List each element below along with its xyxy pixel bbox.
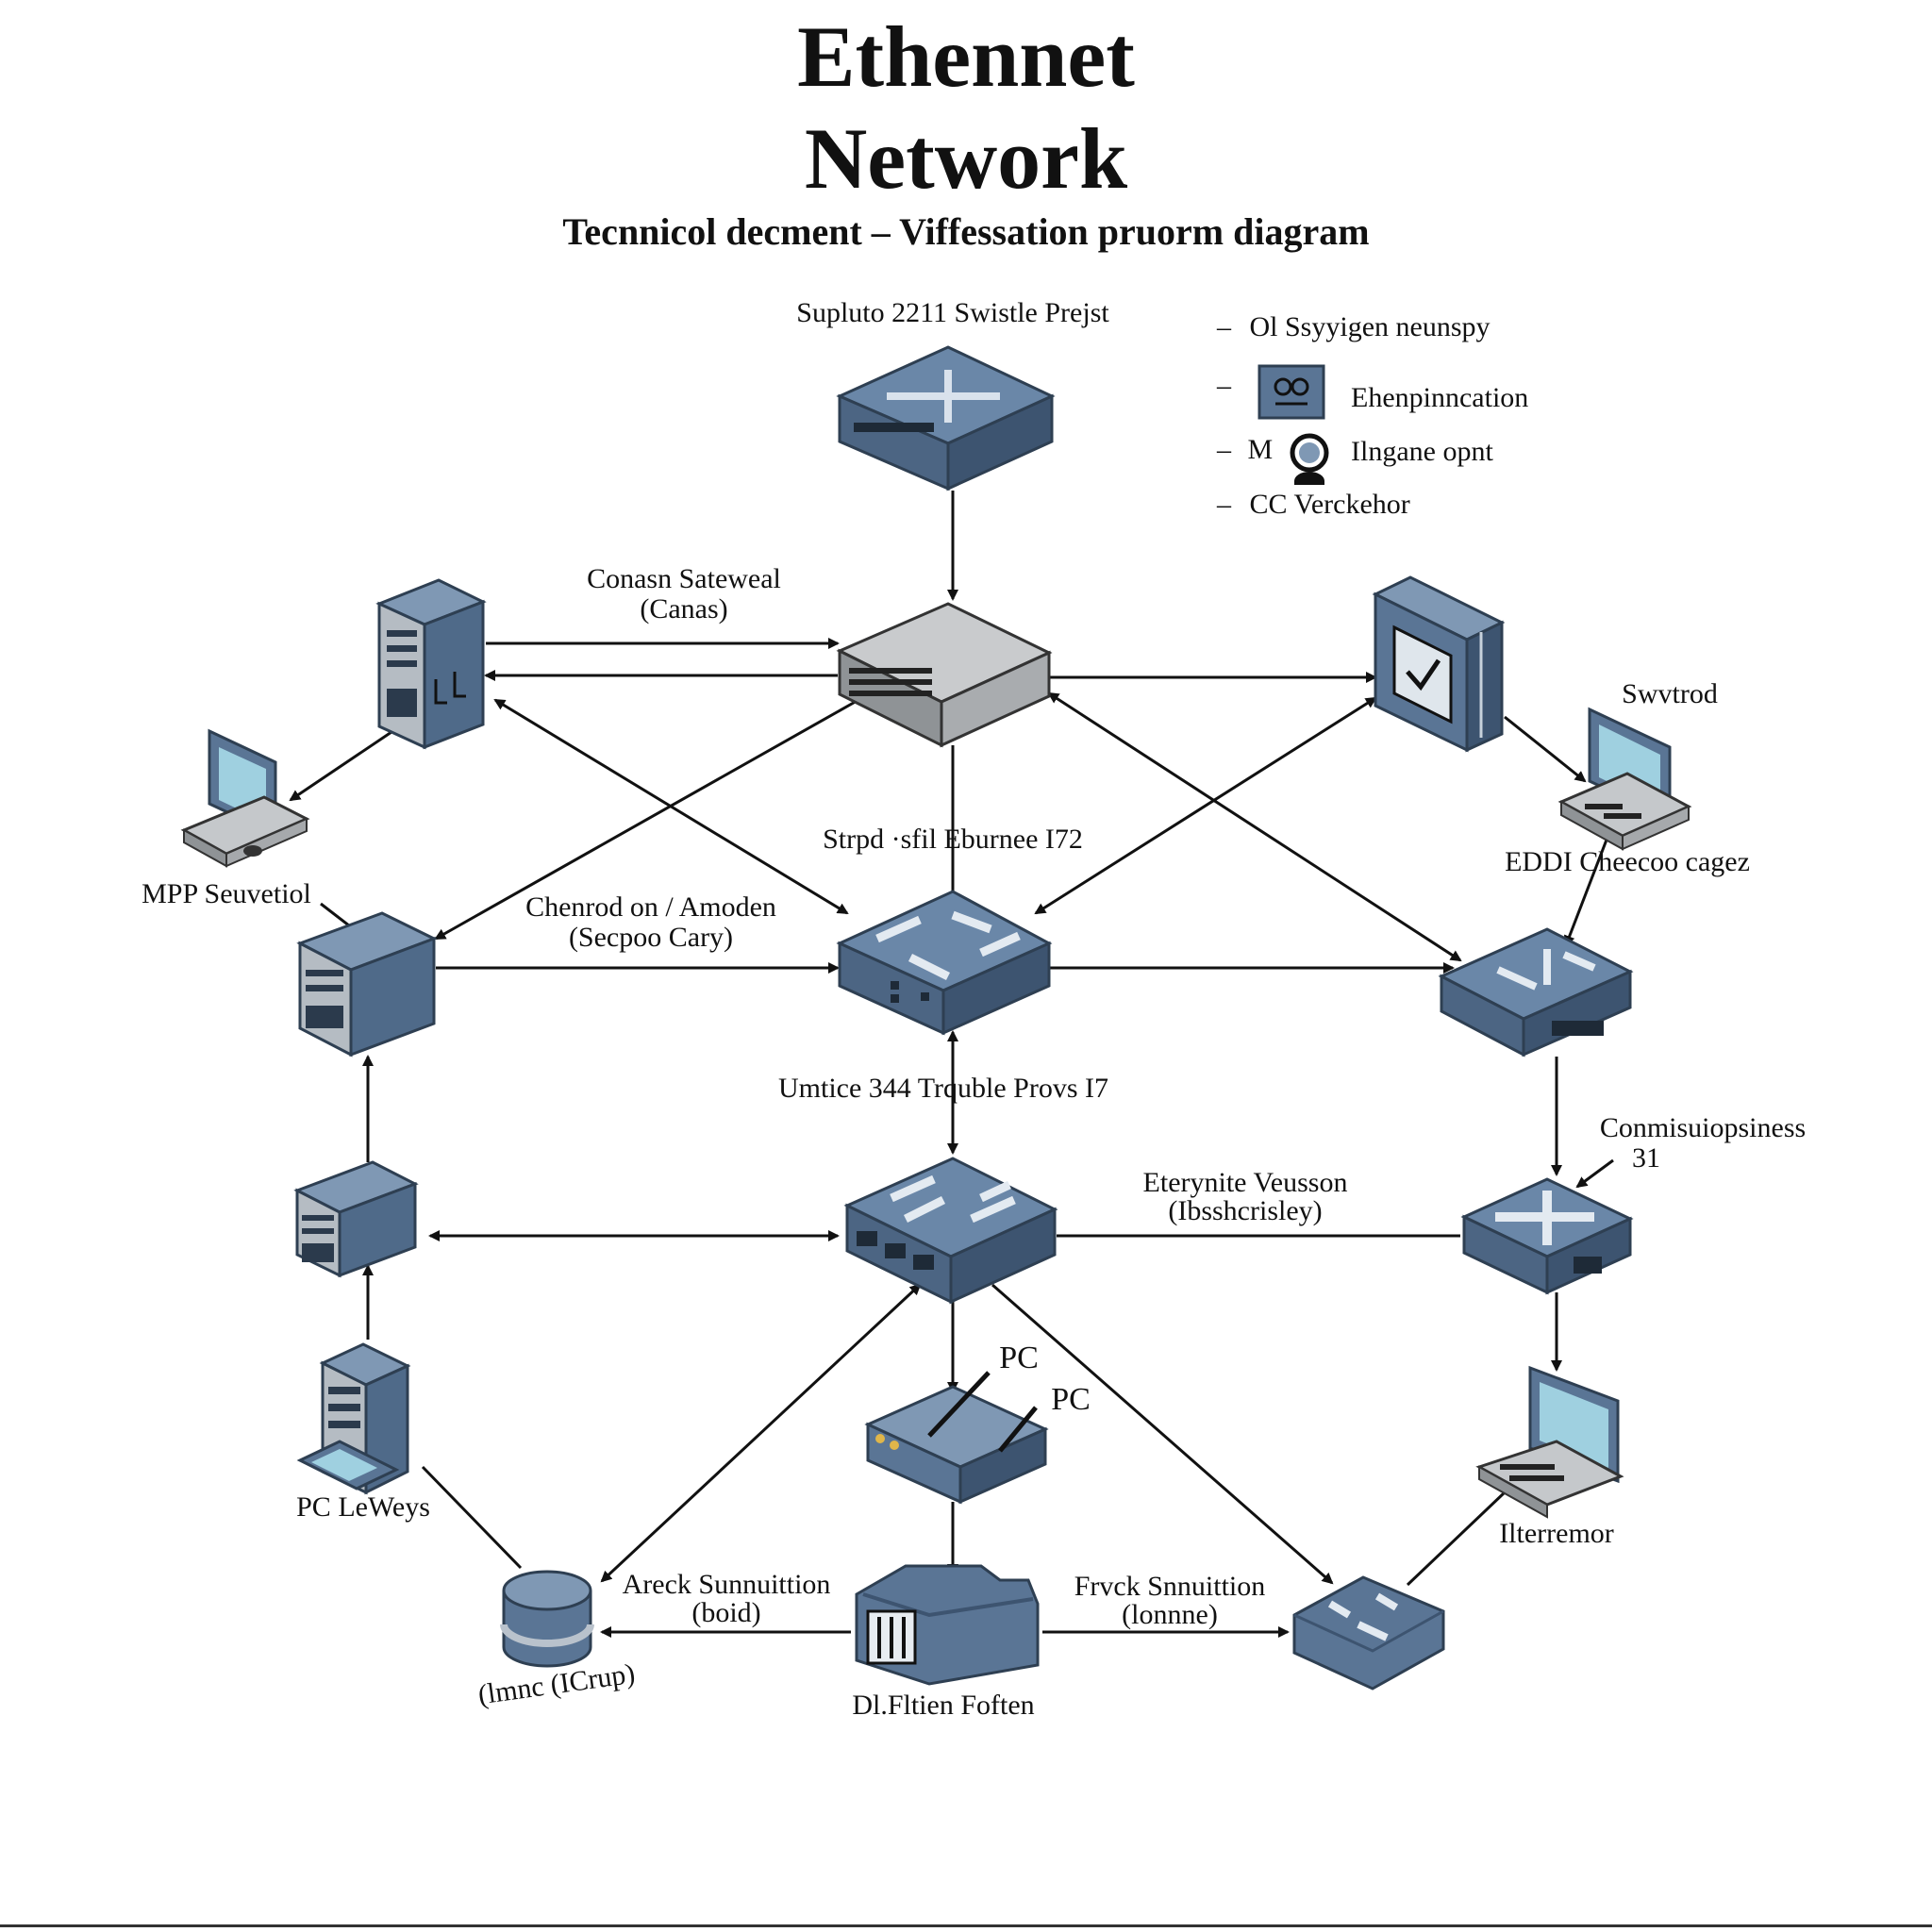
tower-pc-icon[interactable] — [296, 1342, 411, 1495]
link-laptop-to-right — [1563, 821, 1616, 947]
lower-switch-icon[interactable] — [843, 1157, 1058, 1305]
legend-item-4: – CC Verckehor — [1217, 489, 1410, 521]
link-db-to-mid — [600, 1283, 922, 1583]
label-pc-lewers: PC LeWeys — [296, 1491, 430, 1523]
right-switch-icon[interactable] — [1438, 927, 1634, 1058]
label-frvck-sub: (lonnne) — [1122, 1599, 1218, 1630]
label-umtice: Umtice 344 Trquble Provs I7 — [777, 1073, 1108, 1104]
laptop-right-top-icon[interactable] — [1557, 707, 1692, 851]
label-eddi: EDDI Cheecoo cagez — [1505, 846, 1750, 877]
legend-text-2: Ehenpinncation — [1351, 382, 1529, 413]
box-server-left-lower-icon[interactable] — [293, 1160, 419, 1278]
center-switch-icon[interactable] — [836, 890, 1053, 1036]
label-frvck: Frvck Snnuittion — [1074, 1571, 1266, 1602]
label-top-switch: Suplutо 2211 Swistle Prejst — [796, 297, 1109, 328]
link-router-to-laptop — [1406, 1491, 1507, 1587]
desktop-pc-left-icon[interactable] — [180, 728, 310, 868]
router-icon[interactable] — [1292, 1575, 1445, 1690]
legend-text-3: Ilngane opnt — [1351, 436, 1493, 467]
connections — [289, 491, 1616, 1638]
label-pc-1: PC — [999, 1341, 1039, 1375]
link-tower-to-db — [421, 1465, 523, 1570]
laptop-right-bottom-icon[interactable] — [1475, 1365, 1624, 1519]
legend-item-3: – M — [1217, 434, 1273, 466]
access-point-icon[interactable] — [864, 1371, 1049, 1505]
link-core-left — [434, 698, 859, 941]
label-arek: Areck Sunnuittion — [622, 1569, 831, 1600]
footer-divider — [0, 1924, 1932, 1927]
server-tower-icon[interactable] — [375, 578, 487, 750]
label-gateway: Conasn Sateweal — [587, 563, 781, 594]
label-eternite: Eterynite Veusson — [1142, 1167, 1348, 1198]
label-commis-num: 31 — [1632, 1142, 1660, 1174]
legend-icons — [1257, 364, 1329, 485]
label-cherrod-sub: (Secpoo Cary) — [568, 922, 734, 953]
database-icon[interactable] — [500, 1570, 594, 1668]
top-switch-icon[interactable] — [836, 345, 1056, 491]
label-mpp: MPP Seuvetiol — [142, 878, 311, 909]
core-switch-icon[interactable] — [836, 602, 1053, 748]
label-strpd: Strpd ·sfil Eburnee I72 — [823, 824, 1083, 855]
legend-dash-2: – — [1217, 370, 1231, 401]
commis-switch-icon[interactable] — [1460, 1177, 1634, 1295]
link-server-to-pc — [289, 730, 392, 802]
link-monitor-to-laptop — [1504, 715, 1587, 783]
label-gateway-sub: (Canas) — [640, 593, 728, 625]
file-server-icon[interactable] — [855, 1564, 1040, 1686]
label-switchrod: Swvtrod — [1622, 678, 1718, 709]
box-server-left-icon[interactable] — [296, 911, 438, 1058]
label-iltermor: Ilterremor — [1499, 1518, 1614, 1549]
label-eternite-sub: (Ibsshcrisley) — [1168, 1195, 1323, 1226]
legend-text-1: Ol Ssyyigen neunspy — [1249, 311, 1491, 342]
link-commis-pointer — [1575, 1158, 1614, 1189]
legend-prefix-3: M — [1247, 434, 1274, 465]
legend-dash: – — [1217, 311, 1231, 342]
label-cherrod: Chenrod on / Amoden — [525, 891, 776, 923]
legend-text-4: CC Verckehor — [1249, 489, 1410, 520]
label-dl-fltien: Dl.Fltien Foften — [852, 1690, 1035, 1721]
label-arek-sub: (boid) — [691, 1597, 761, 1628]
title-line-1: Ethennet — [797, 8, 1135, 105]
title-line-2: Network — [804, 110, 1128, 207]
legend-dash: – — [1217, 489, 1231, 520]
legend-item-1: – Ol Ssyyigen neunspy — [1217, 311, 1491, 343]
subtitle: Tecnnicol decment – Viffessation pruorm … — [562, 210, 1370, 253]
link-mid-to-router — [991, 1283, 1334, 1585]
link-monitor-mid — [1034, 696, 1377, 915]
monitor-device-icon[interactable] — [1372, 575, 1506, 753]
label-pc-2: PC — [1051, 1382, 1091, 1417]
label-commis: Conmisuiopsiness — [1599, 1112, 1807, 1143]
legend-dash: – — [1217, 434, 1231, 465]
